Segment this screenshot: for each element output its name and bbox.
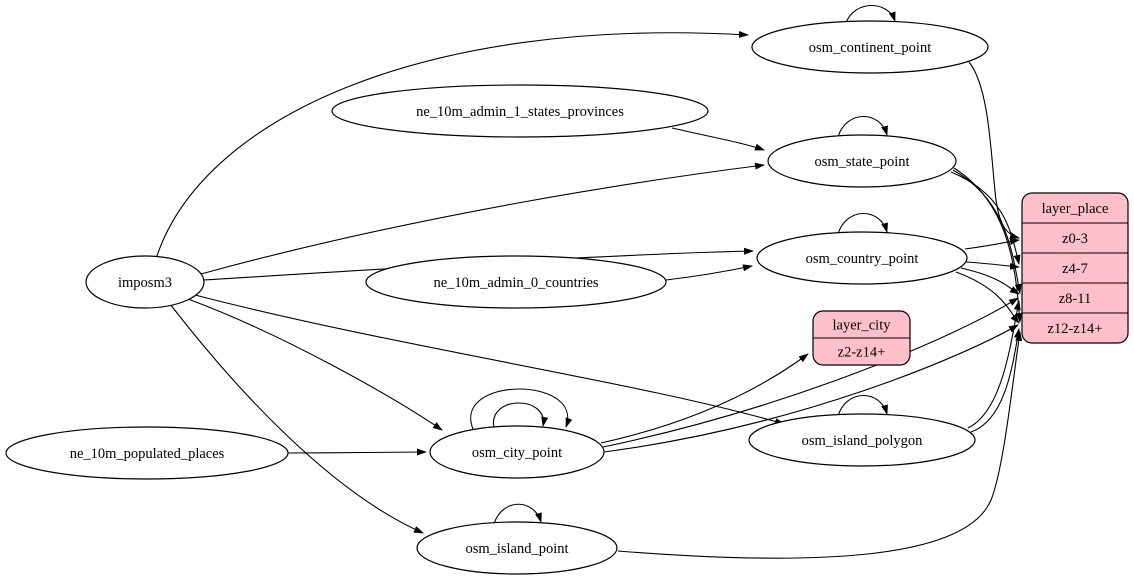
record-row-layer_place-1: z0-3 <box>1062 231 1088 247</box>
edge-osm_city_point-to-layer_place-z12-z14+ <box>603 324 1019 453</box>
node-label-imposm3: imposm3 <box>118 275 172 291</box>
record-row-layer_place-4: z12-z14+ <box>1048 321 1103 337</box>
node-label-osm_island_point: osm_island_point <box>465 541 568 557</box>
edge-osm_city_point-to-osm_city_point-self-outer <box>470 388 573 430</box>
node-shape-osm_continent_point <box>751 20 989 74</box>
node-imposm3: imposm3 <box>85 255 205 309</box>
node-label-osm_state_point: osm_state_point <box>814 154 909 170</box>
edge-osm_state_point-to-layer_place-z4-7 <box>950 171 1021 265</box>
edge-osm_island_point-to-osm_island_point <box>493 503 542 525</box>
edge-osm_country_point-to-osm_country_point <box>837 212 888 235</box>
edge-osm_island_polygon-to-layer_place-z12-z14+ <box>970 328 1021 433</box>
edge-ne_10m_admin_0_countries-to-osm_country_point <box>665 264 753 281</box>
edge-imposm3-to-osm_island_point <box>169 303 424 534</box>
record-row-layer_place-3: z8-11 <box>1059 291 1091 307</box>
node-label-osm_country_point: osm_country_point <box>806 251 919 267</box>
node-ne_10m_admin_1_states_provinces: ne_10m_admin_1_states_provinces <box>331 84 709 138</box>
node-layer_place: layer_place z0-3 z4-7 z8-11 z12-z14+ <box>1021 192 1129 344</box>
node-ne_10m_populated_places: ne_10m_populated_places <box>5 426 289 480</box>
node-shape-ne_10m_populated_places <box>5 426 289 480</box>
edge-osm_island_point-to-layer_place-z12-z14+ <box>617 331 1023 559</box>
edge-osm_island_polygon-to-osm_island_polygon <box>837 394 888 417</box>
edge-imposm3-to-osm_city_point <box>187 298 443 431</box>
node-shape-osm_island_polygon <box>748 413 976 467</box>
edge-osm_city_point-to-layer_place-z8-11 <box>602 297 1019 448</box>
edge-osm_country_point-to-layer_place-z0-3 <box>964 237 1020 250</box>
record-row-layer_place-2: z4-7 <box>1062 261 1088 277</box>
node-osm_island_polygon: osm_island_polygon <box>748 413 976 467</box>
edge-osm_city_point-to-layer_city-z2-z14+ <box>600 353 809 444</box>
node-osm_continent_point: osm_continent_point <box>751 20 989 74</box>
node-label-ne_10m_populated_places: ne_10m_populated_places <box>70 446 225 462</box>
record-shape-layer_place <box>1021 192 1129 344</box>
record-row-layer_city-1: z2-z14+ <box>838 344 886 360</box>
edge-ne_10m_populated_places-to-osm_city_point <box>287 448 427 456</box>
edge-imposm3-to-osm_state_point <box>200 162 765 275</box>
edge-imposm3-to-osm_continent_point <box>155 30 749 260</box>
node-osm_state_point: osm_state_point <box>767 134 957 188</box>
node-shape-osm_island_point <box>416 521 618 575</box>
node-label-osm_city_point: osm_city_point <box>472 445 562 461</box>
edge-osm_island_polygon-to-layer_place-z8-11 <box>967 300 1021 429</box>
node-shape-osm_state_point <box>767 134 957 188</box>
edge-osm_state_point-to-layer_place-z8-11 <box>952 169 1022 294</box>
node-shape-osm_country_point <box>756 231 968 285</box>
edge-ne_10m_admin_1_states_provinces-to-osm_state_point <box>671 127 765 151</box>
node-label-osm_continent_point: osm_continent_point <box>809 40 931 56</box>
node-shape-ne_10m_admin_1_states_provinces <box>331 84 709 138</box>
edge-imposm3-to-osm_island_polygon <box>194 294 785 425</box>
edge-osm_state_point-to-osm_state_point <box>837 115 888 138</box>
node-label-ne_10m_admin_0_countries: ne_10m_admin_0_countries <box>433 275 598 291</box>
node-shape-ne_10m_admin_0_countries <box>365 255 667 309</box>
node-osm_island_point: osm_island_point <box>416 521 618 575</box>
record-row-layer_place-0: layer_place <box>1042 201 1109 217</box>
edge-osm_city_point-to-osm_city_point-self-inner <box>493 402 549 429</box>
node-osm_city_point: osm_city_point <box>429 425 605 479</box>
node-label-ne_10m_admin_1_states_provinces: ne_10m_admin_1_states_provinces <box>416 104 624 120</box>
node-ne_10m_admin_0_countries: ne_10m_admin_0_countries <box>365 255 667 309</box>
node-osm_country_point: osm_country_point <box>756 231 968 285</box>
node-shape-osm_city_point <box>429 425 605 479</box>
edge-osm_continent_point-to-osm_continent_point <box>845 5 896 24</box>
edge-osm_continent_point-to-layer_place-z0-3 <box>968 61 1020 240</box>
edge-osm_country_point-to-layer_place-z4-7 <box>965 261 1020 270</box>
record-row-layer_city-0: layer_city <box>833 317 892 333</box>
node-shape-imposm3 <box>85 255 205 309</box>
node-label-osm_island_polygon: osm_island_polygon <box>802 433 924 449</box>
node-layer_city: layer_city z2-z14+ <box>812 310 911 366</box>
